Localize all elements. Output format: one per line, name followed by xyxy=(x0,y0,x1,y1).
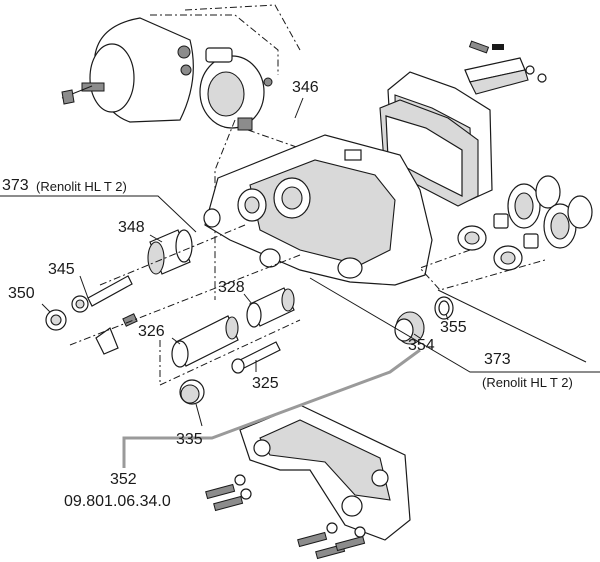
label-373-bottom-note: (Renolit HL T 2) xyxy=(482,375,573,390)
label-325: 325 xyxy=(252,375,279,392)
label-352: 352 xyxy=(110,471,137,488)
carrier-bolts xyxy=(205,474,366,560)
part-350-cap xyxy=(45,309,67,331)
part-335-cap xyxy=(179,379,205,405)
leader-355 xyxy=(445,313,449,321)
leader-373-bottom-a xyxy=(309,277,600,373)
leader-373-top xyxy=(0,195,197,233)
part-328-sleeve xyxy=(246,287,295,328)
carrier-352 xyxy=(239,404,411,541)
label-373-top: 373 xyxy=(2,177,29,194)
brake-chamber xyxy=(61,17,194,123)
chamber-path-a xyxy=(150,14,279,75)
pin-path-b xyxy=(69,254,301,346)
label-348: 348 xyxy=(118,219,145,236)
label-355: 355 xyxy=(440,319,467,336)
pad-retainer xyxy=(464,40,547,95)
label-345: 345 xyxy=(48,261,75,278)
piston-path xyxy=(419,249,546,291)
adjuster-parts xyxy=(95,313,138,355)
leader-326 xyxy=(171,337,181,345)
part-326-sleeve xyxy=(171,315,239,368)
leader-354 xyxy=(413,333,421,339)
label-328: 328 xyxy=(218,279,245,296)
part-325-bolt xyxy=(231,341,281,374)
label-350: 350 xyxy=(8,285,35,302)
leader-348 xyxy=(149,234,163,243)
chamber-path-b xyxy=(184,4,301,51)
label-346: 346 xyxy=(292,79,319,96)
chamber-valve xyxy=(199,47,273,131)
leader-328 xyxy=(243,293,253,305)
label-354: 354 xyxy=(408,337,435,354)
pin-path-a xyxy=(99,224,246,286)
part-348-bush xyxy=(147,229,193,275)
label-373-top-note: (Renolit HL T 2) xyxy=(36,179,127,194)
label-352-code: 09.801.06.34.0 xyxy=(64,493,171,510)
part-355-ring xyxy=(434,296,454,320)
leader-346 xyxy=(294,97,304,119)
label-335: 335 xyxy=(176,431,203,448)
dust-boots xyxy=(507,175,593,249)
leader-345 xyxy=(79,275,89,299)
label-373-bottom: 373 xyxy=(484,351,511,368)
chamber-path-c xyxy=(214,119,236,300)
label-326: 326 xyxy=(138,323,165,340)
leader-373-bottom-b xyxy=(437,289,587,363)
caliper-housing xyxy=(203,134,433,286)
leader-335 xyxy=(195,403,203,427)
leader-352 xyxy=(122,348,421,468)
part-345-bolt xyxy=(71,275,133,313)
pin-path-c xyxy=(159,319,301,386)
piston-set xyxy=(457,213,539,271)
leader-350 xyxy=(41,303,51,313)
